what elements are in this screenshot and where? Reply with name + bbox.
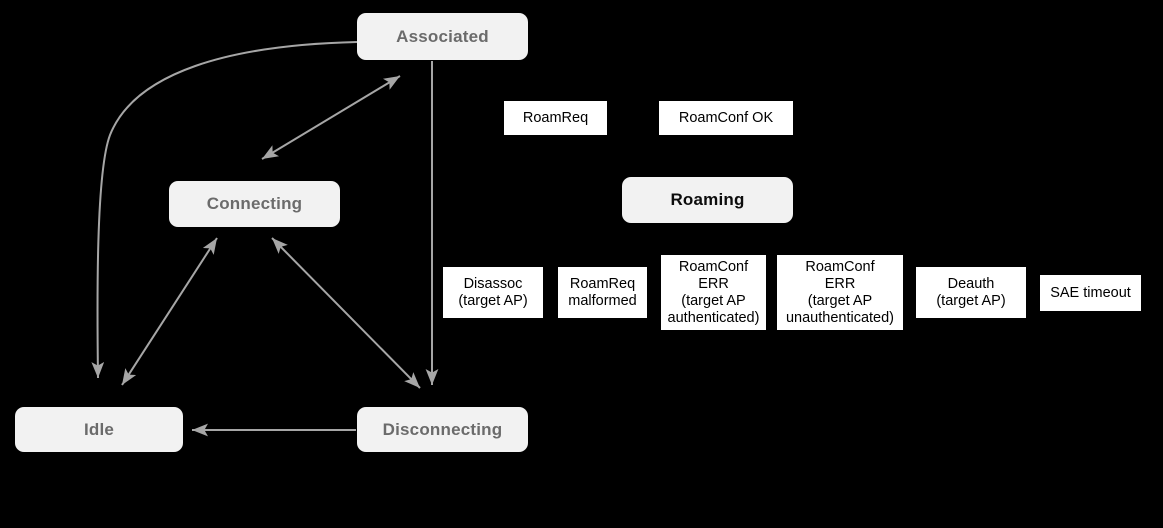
event-box-roam-conf-ok[interactable]: RoamConf OK [659, 101, 793, 135]
event-label-roam-req-malformed: RoamReq malformed [568, 275, 637, 309]
event-label-roam-req: RoamReq [522, 109, 589, 126]
event-label-deauth-target-ap: Deauth (target AP) [936, 275, 1006, 309]
state-node-associated[interactable]: Associated [357, 13, 528, 60]
event-label-disassoc-target-ap: Disassoc (target AP) [458, 275, 528, 309]
event-label-roam-conf-err-unauthenticated: RoamConf ERR (target AP unauthenticated) [785, 258, 895, 326]
event-label-sae-timeout: SAE timeout [1050, 284, 1131, 301]
event-label-roam-conf-err-authenticated: RoamConf ERR (target AP authenticated) [667, 258, 760, 326]
state-label-associated: Associated [396, 26, 489, 46]
state-node-connecting[interactable]: Connecting [169, 181, 340, 227]
event-box-roam-req-malformed[interactable]: RoamReq malformed [558, 267, 647, 318]
state-label-connecting: Connecting [206, 194, 303, 213]
event-box-sae-timeout[interactable]: SAE timeout [1040, 275, 1141, 311]
edge-associated-connecting [261, 75, 401, 160]
event-box-disassoc-target-ap[interactable]: Disassoc (target AP) [443, 267, 543, 318]
event-box-roam-conf-err-authenticated[interactable]: RoamConf ERR (target AP authenticated) [661, 255, 766, 330]
event-label-roam-conf-ok: RoamConf OK [678, 109, 774, 126]
state-label-roaming: Roaming [670, 190, 745, 209]
state-label-idle: Idle [83, 419, 115, 439]
state-node-disconnecting[interactable]: Disconnecting [357, 407, 528, 452]
event-box-roam-conf-err-unauthenticated[interactable]: RoamConf ERR (target AP unauthenticated) [777, 255, 903, 330]
event-box-deauth-target-ap[interactable]: Deauth (target AP) [916, 267, 1026, 318]
edge-idle-connecting [121, 237, 218, 386]
state-label-disconnecting: Disconnecting [382, 419, 503, 439]
event-box-roam-req[interactable]: RoamReq [504, 101, 607, 135]
state-node-roaming[interactable]: Roaming [622, 177, 793, 223]
edge-connecting-disconnecting [271, 237, 421, 389]
state-node-idle[interactable]: Idle [15, 407, 183, 452]
